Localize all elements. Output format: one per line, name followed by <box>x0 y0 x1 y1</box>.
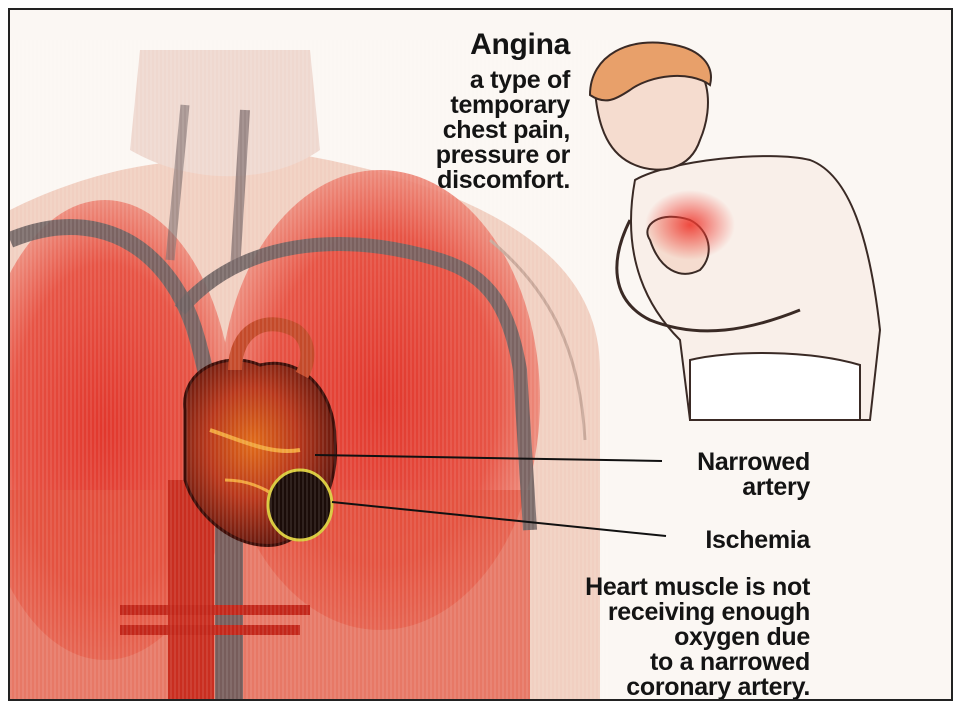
angina-description: a type of temporary chest pain, pressure… <box>370 68 570 193</box>
narrowed-artery-label: Narrowed artery <box>620 450 810 500</box>
description-line: discomfort. <box>370 168 570 193</box>
description-line: a type of <box>370 68 570 93</box>
ischemia-label: Ischemia <box>650 528 810 553</box>
title: Angina <box>390 30 570 60</box>
ischemia-description: Heart muscle is not receiving enough oxy… <box>510 575 810 700</box>
label-line: artery <box>620 475 810 500</box>
illustration-border: Angina a type of temporary chest pain, p… <box>8 8 953 701</box>
ischemia-line: to a narrowed <box>510 650 810 675</box>
ischemia-line: oxygen due <box>510 625 810 650</box>
man-holding-chest <box>590 42 880 420</box>
description-line: chest pain, <box>370 118 570 143</box>
ischemia-line: receiving enough <box>510 600 810 625</box>
description-line: pressure or <box>370 143 570 168</box>
ischemia-line: coronary artery. <box>510 675 810 700</box>
ischemia-line: Heart muscle is not <box>510 575 810 600</box>
chest-pain-glow <box>645 190 735 260</box>
description-line: temporary <box>370 93 570 118</box>
label-line: Narrowed <box>620 450 810 475</box>
man-waist <box>690 353 860 420</box>
